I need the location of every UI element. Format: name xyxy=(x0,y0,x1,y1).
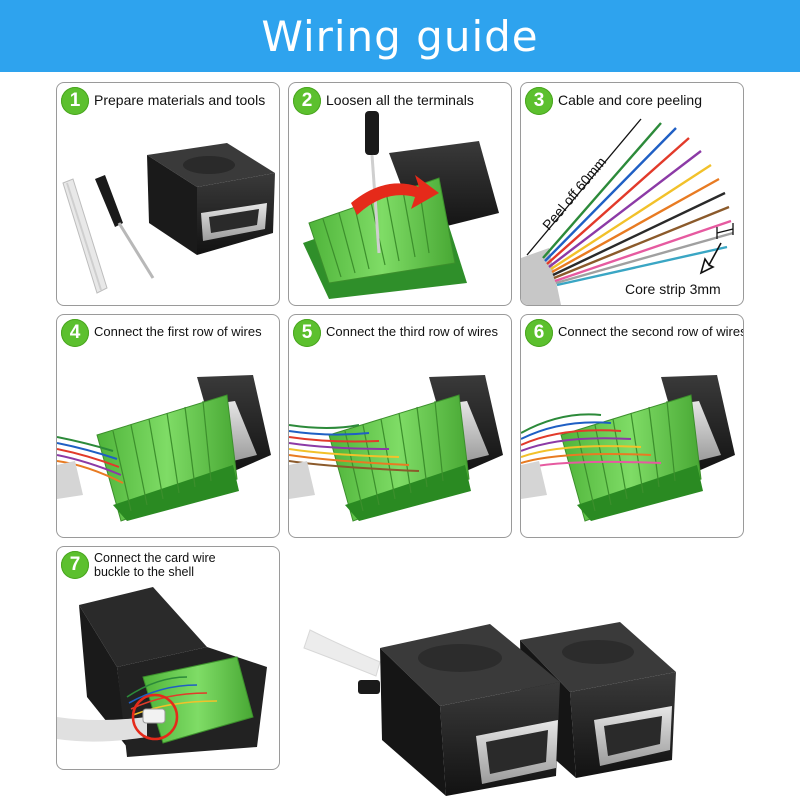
screwdriver-icon xyxy=(365,111,381,254)
title-banner: Wiring guide xyxy=(0,0,800,72)
step-5-label: Connect the third row of wires xyxy=(326,324,498,339)
second-row-illustration xyxy=(521,375,735,522)
step-2-panel: 2 Loosen all the terminals xyxy=(288,82,512,306)
page-title: Wiring guide xyxy=(261,11,539,61)
step-7-panel: 7 Connect the card wire buckle to the sh… xyxy=(56,546,280,770)
connector-front xyxy=(358,624,560,796)
terminals-illustration xyxy=(303,111,499,299)
materials-illustration xyxy=(62,143,275,294)
step-6-label: Connect the second row of wires xyxy=(558,324,744,339)
step-4-label: Connect the first row of wires xyxy=(94,324,262,339)
shell-illustration xyxy=(57,587,267,757)
first-row-illustration xyxy=(57,375,271,522)
third-row-illustration xyxy=(289,375,503,522)
arrow-icon xyxy=(699,242,722,275)
screwdriver-icon xyxy=(95,175,155,279)
step-1-label: Prepare materials and tools xyxy=(94,92,266,108)
step-4-badge: 4 xyxy=(61,319,89,347)
step-3-panel: 3 Cable and core peeling Peel off 60mm C… xyxy=(520,82,744,306)
step-3-badge: 3 xyxy=(525,87,553,115)
step-5-panel: 5 Connect the third row of wires xyxy=(288,314,512,538)
strip-label: Core strip 3mm xyxy=(625,281,721,297)
step-6-panel: 6 Connect the second row of wires xyxy=(520,314,744,538)
step-2-badge: 2 xyxy=(293,87,321,115)
step-3-label: Cable and core peeling xyxy=(558,92,702,108)
highlight-circle xyxy=(131,693,179,741)
step-1-badge: 1 xyxy=(61,87,89,115)
product-photo xyxy=(303,622,676,796)
tube-icon xyxy=(62,178,108,294)
step-5-badge: 5 xyxy=(293,319,321,347)
step-1-panel: 1 Prepare materials and tools xyxy=(56,82,280,306)
connector-shell-icon xyxy=(147,143,275,255)
step-7-badge: 7 xyxy=(61,551,89,579)
step-6-badge: 6 xyxy=(525,319,553,347)
cable-peeling-illustration: Peel off 60mm Core strip 3mm xyxy=(521,118,734,305)
step-4-panel: 4 Connect the first row of wires xyxy=(56,314,280,538)
rotate-arrow-icon xyxy=(351,175,439,215)
step-2-label: Loosen all the terminals xyxy=(326,92,474,108)
step-7-label: Connect the card wire buckle to the shel… xyxy=(94,551,216,579)
